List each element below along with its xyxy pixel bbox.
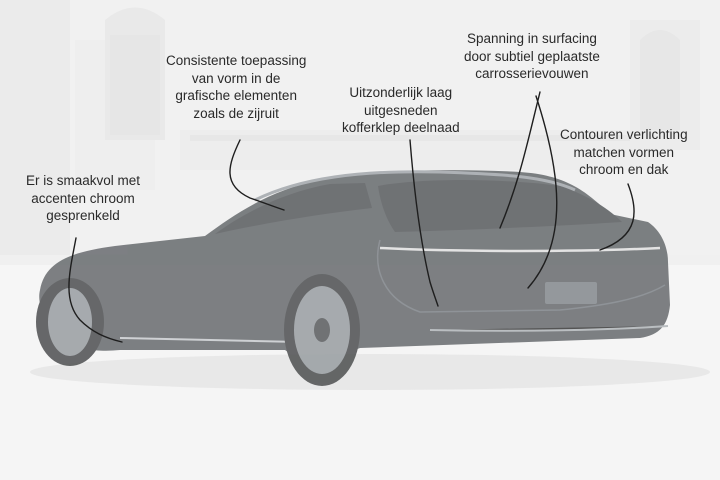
- side-window: [215, 183, 372, 234]
- car: [36, 170, 671, 386]
- leader-line-surfacing: [499, 91, 541, 229]
- leader-line-lighting: [599, 183, 635, 251]
- tail-light-bar: [379, 246, 661, 253]
- annotation-surfacing: Spanning in surfacing door subtiel gepla…: [464, 31, 600, 81]
- rear-wheel: [284, 274, 360, 386]
- rear-window: [378, 180, 622, 232]
- leader-line-chrome: [68, 237, 123, 343]
- annotation-lighting: Contouren verlichting matchen vormen chr…: [560, 127, 688, 177]
- annotation-form: Consistente toepassing van vorm in de gr…: [166, 53, 307, 121]
- leader-line-form: [229, 139, 285, 211]
- front-wheel: [36, 278, 104, 366]
- annotation-chrome: Er is smaakvol met accenten chroom gespr…: [26, 173, 141, 223]
- leader-line-surfacing-2: [527, 95, 558, 289]
- annotation-trunk: Uitzonderlijk laag uitgesneden kofferkle…: [342, 85, 460, 135]
- leader-line-trunk: [409, 139, 439, 307]
